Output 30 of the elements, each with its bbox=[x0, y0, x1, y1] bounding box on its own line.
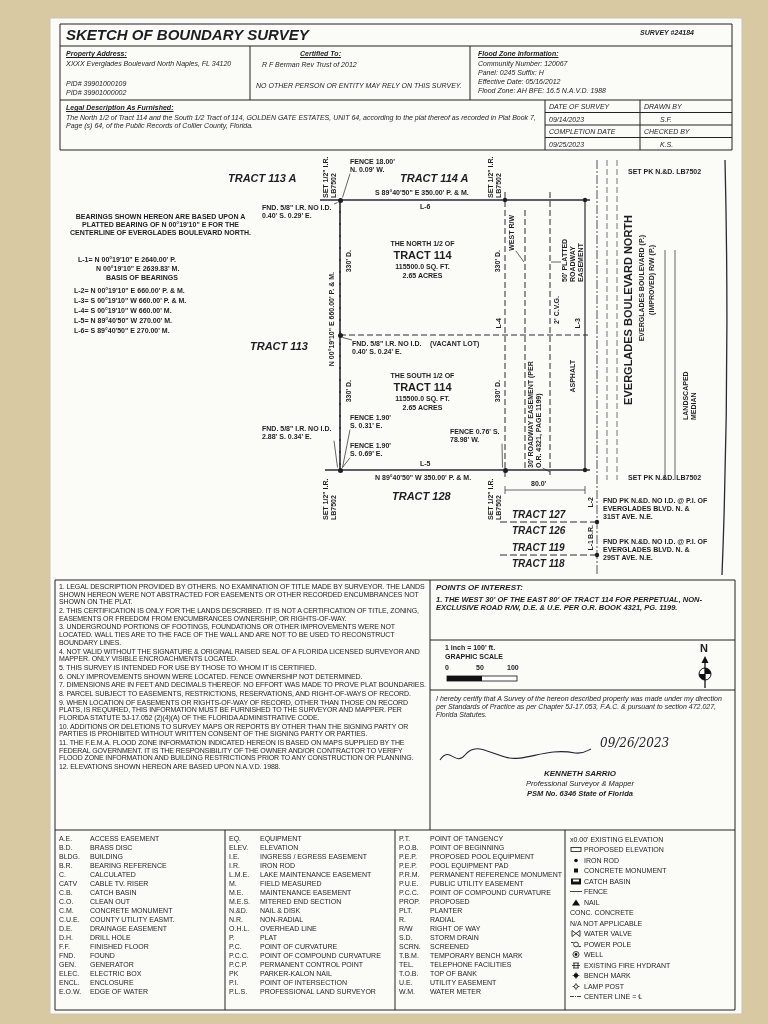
tract-label: TRACT 113 A bbox=[228, 172, 297, 185]
compass-letter: N bbox=[700, 642, 708, 655]
tract-number: TRACT 114 bbox=[392, 381, 453, 394]
tract-label: TRACT 128 bbox=[392, 490, 451, 503]
signature-date: 09/26/2023 bbox=[600, 737, 670, 751]
tract-number: TRACT 114 bbox=[392, 249, 453, 262]
leader-line bbox=[342, 429, 351, 468]
tract-label: TRACT 126 bbox=[512, 525, 566, 537]
surveyor-name: KENNETH SARRIO bbox=[543, 770, 617, 779]
leader-line bbox=[333, 202, 338, 205]
corner-marker bbox=[337, 332, 343, 338]
corner-marker bbox=[337, 467, 343, 473]
tract-label: TRACT 114 A bbox=[400, 172, 469, 185]
leader-line bbox=[342, 173, 351, 198]
leader-line bbox=[542, 467, 551, 473]
survey-title: SKETCH OF BOUNDARY SURVEY bbox=[66, 27, 309, 44]
tract-label: TRACT 113 bbox=[250, 340, 308, 353]
corner-marker bbox=[337, 197, 343, 203]
tract-label: TRACT 118 bbox=[512, 558, 565, 570]
leader-line bbox=[342, 337, 353, 341]
leader-line bbox=[515, 250, 525, 263]
tract-label: TRACT 119 bbox=[512, 542, 565, 554]
tract-label: TRACT 127 bbox=[512, 509, 566, 521]
street-name: EVERGLADES BOULEVARD NORTH bbox=[622, 215, 635, 405]
leader-line bbox=[550, 261, 562, 263]
leader-line bbox=[501, 443, 503, 468]
leader-line bbox=[333, 440, 338, 468]
leader-line bbox=[342, 457, 351, 468]
section-heading: POINTS OF INTEREST: bbox=[436, 584, 523, 593]
corner-marker bbox=[502, 467, 508, 473]
